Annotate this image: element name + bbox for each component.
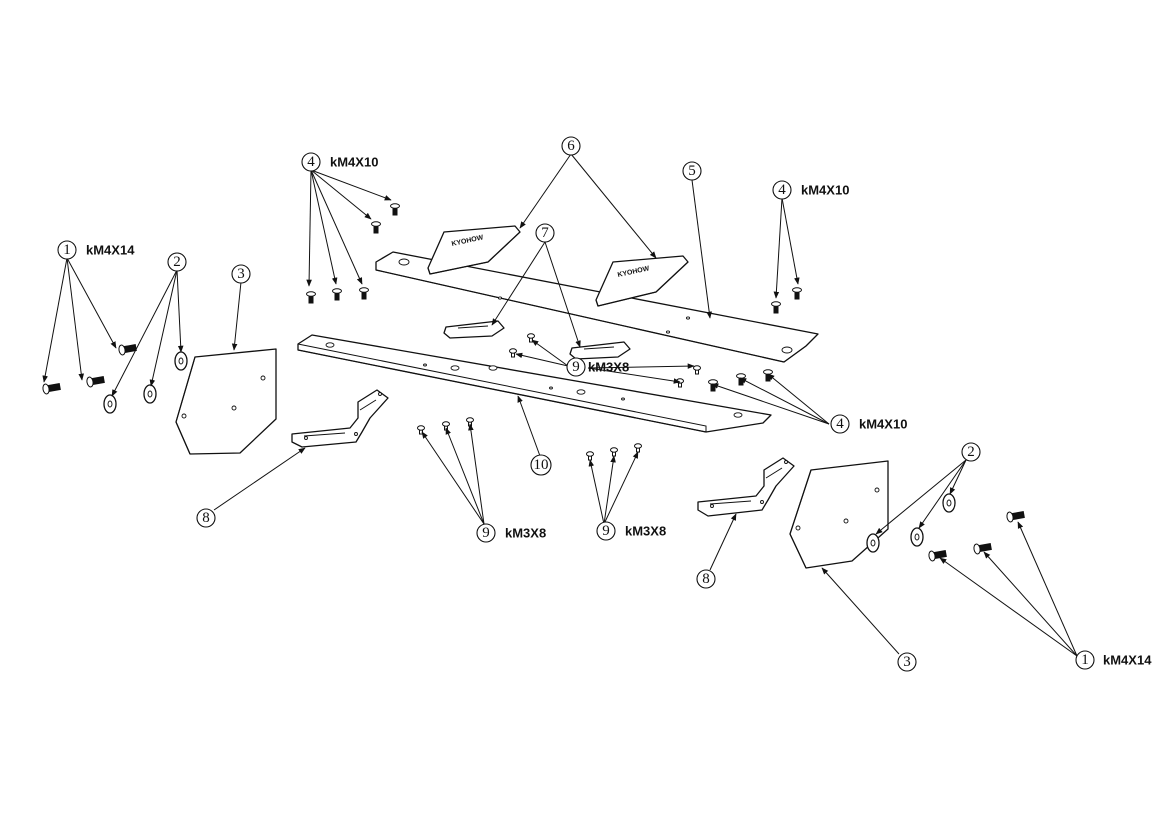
callout-spec: kM4X10 bbox=[330, 155, 378, 170]
callout-5: 5 bbox=[682, 161, 702, 181]
callout-2-left: 2 bbox=[167, 252, 187, 272]
screw-m4x10 bbox=[332, 288, 342, 301]
screw-m3x8 bbox=[466, 417, 474, 427]
screw-m3x8 bbox=[509, 348, 517, 358]
screw-m4x14 bbox=[118, 344, 137, 356]
screw-m3x8 bbox=[527, 333, 535, 343]
callout-spec: kM4X10 bbox=[859, 417, 907, 432]
callout-number: 8 bbox=[202, 510, 210, 526]
screw-m4x10 bbox=[371, 221, 381, 234]
callout-number: 3 bbox=[237, 266, 245, 282]
screw-m3x8 bbox=[586, 451, 594, 461]
callout-number: 4 bbox=[307, 154, 315, 170]
part-5-top-plate bbox=[375, 251, 819, 363]
callout-number: 6 bbox=[567, 138, 575, 154]
callout-number: 8 bbox=[702, 571, 710, 587]
callout-6: 6 bbox=[561, 136, 581, 156]
screw-m4x14 bbox=[42, 383, 61, 395]
screw-m4x10 bbox=[736, 373, 746, 386]
part-6-logo-plate-right: KYOHOW bbox=[595, 255, 689, 307]
callout-8-right: 8 bbox=[696, 569, 716, 589]
part-6-logo-plate-left: KYOHOW bbox=[427, 225, 521, 275]
callout-2-right: 2 bbox=[961, 442, 981, 462]
leader-lines bbox=[42, 153, 1078, 657]
callout-spec: kM4X14 bbox=[1103, 653, 1152, 668]
callout-1-right: 1 kM4X14 bbox=[1075, 650, 1152, 670]
callout-9-middle: 9 kM3X8 bbox=[566, 357, 629, 377]
callout-9-lower-left: 9 kM3X8 bbox=[476, 523, 546, 543]
screw-m3x8 bbox=[417, 425, 425, 435]
callout-4-top-left: 4 kM4X10 bbox=[301, 152, 378, 172]
callout-number: 10 bbox=[534, 457, 549, 473]
screw-m3x8 bbox=[676, 378, 684, 388]
screw-m3x8 bbox=[634, 443, 642, 453]
part-3-side-plate-left bbox=[175, 348, 277, 455]
screw-m4x10 bbox=[306, 291, 316, 304]
callout-3-right: 3 bbox=[897, 652, 917, 672]
callout-spec: kM3X8 bbox=[588, 360, 629, 375]
screw-m4x10 bbox=[771, 301, 781, 314]
part-7-bracket-right bbox=[569, 341, 631, 360]
callout-number: 7 bbox=[541, 225, 549, 241]
callout-8-left: 8 bbox=[196, 508, 216, 528]
callout-number: 9 bbox=[572, 359, 580, 375]
screw-m4x14 bbox=[973, 543, 992, 555]
part-7-bracket-left bbox=[443, 320, 505, 339]
callout-number: 5 bbox=[688, 163, 696, 179]
callout-spec: kM4X14 bbox=[86, 243, 135, 258]
callout-number: 4 bbox=[778, 182, 786, 198]
part-2-washers-right bbox=[866, 493, 956, 553]
callout-4-lower-right: 4 kM4X10 bbox=[830, 414, 907, 434]
part-8-bracket-right bbox=[697, 457, 795, 517]
callout-10: 10 bbox=[530, 454, 552, 476]
callout-number: 3 bbox=[903, 654, 911, 670]
callout-number: 9 bbox=[482, 525, 490, 541]
callout-number: 2 bbox=[967, 444, 975, 460]
screw-m4x14 bbox=[1006, 511, 1025, 523]
screw-m4x10 bbox=[763, 369, 773, 382]
callout-7: 7 bbox=[535, 223, 555, 243]
screw-m4x10 bbox=[359, 287, 369, 300]
callout-number: 1 bbox=[63, 242, 71, 258]
callout-spec: kM4X10 bbox=[801, 183, 849, 198]
part-8-bracket-left bbox=[291, 389, 389, 448]
part-2-washers-left bbox=[103, 351, 188, 414]
callout-spec: kM3X8 bbox=[625, 524, 666, 539]
screw-m4x14 bbox=[86, 376, 105, 388]
callout-number: 4 bbox=[836, 416, 844, 432]
part-10-bottom-plate bbox=[297, 334, 772, 433]
screw-m3x8 bbox=[693, 365, 701, 375]
callout-number: 9 bbox=[602, 523, 610, 539]
screws bbox=[42, 203, 1025, 562]
callout-3-left: 3 bbox=[231, 264, 251, 284]
screw-m4x10 bbox=[390, 203, 400, 216]
callout-4-top-right: 4 kM4X10 bbox=[772, 180, 849, 200]
callout-spec: kM3X8 bbox=[505, 526, 546, 541]
callout-number: 2 bbox=[173, 254, 181, 270]
screw-m3x8 bbox=[610, 447, 618, 457]
callout-number: 1 bbox=[1081, 652, 1089, 668]
screw-m4x10 bbox=[792, 287, 802, 300]
callout-9-lower-mid: 9 kM3X8 bbox=[596, 521, 666, 541]
screw-m4x14 bbox=[928, 550, 947, 562]
part-3-side-plate-right bbox=[789, 460, 889, 569]
callout-1-left: 1 kM4X14 bbox=[57, 240, 135, 260]
